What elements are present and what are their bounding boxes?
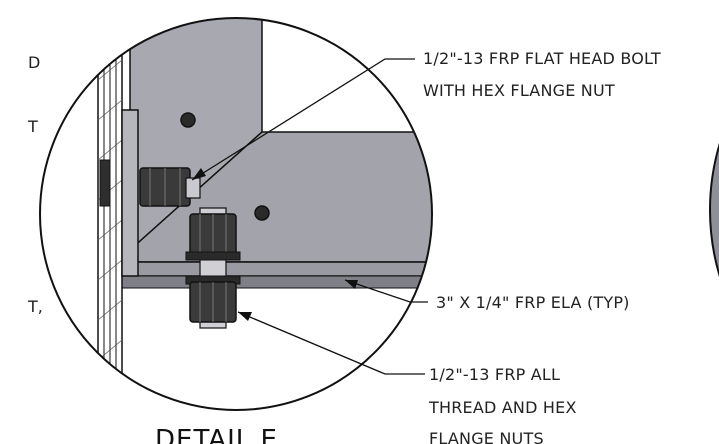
leader-thread (237, 311, 425, 375)
angle-vertical-leg (121, 109, 139, 277)
all-thread-rod (185, 207, 241, 329)
callout-thread-line3: FLANGE NUTS (429, 429, 544, 444)
edge-fragment-3: T, (27, 297, 43, 316)
angle-shadow (117, 275, 432, 289)
bolt-head-left (99, 159, 111, 207)
detail-circle-contents (40, 18, 432, 410)
leader-bolt (191, 58, 415, 181)
detail-circle-outline (39, 17, 433, 411)
bolt-hole-upper (180, 112, 196, 128)
adjacent-detail-outline (709, 143, 719, 277)
callout-thread-line2: THREAD AND HEX (428, 398, 577, 417)
bolt-hole-lower (254, 205, 270, 221)
edge-fragment-2: T (27, 117, 38, 136)
leader-angle (344, 279, 428, 303)
callout-angle-line1: 3" X 1/4" FRP ELA (TYP) (436, 293, 630, 312)
callout-bolt-line1: 1/2"-13 FRP FLAT HEAD BOLT (423, 49, 661, 68)
adjacent-detail-circle (710, 120, 719, 280)
callout-bolt-line2: WITH HEX FLANGE NUT (423, 81, 615, 100)
angle-horizontal-leg (117, 261, 432, 277)
detail-title: DETAIL E (155, 425, 278, 444)
edge-fragment-1: D (28, 53, 40, 72)
flat-head-bolt (139, 167, 201, 207)
callout-thread-line1: 1/2"-13 FRP ALL (429, 365, 560, 384)
